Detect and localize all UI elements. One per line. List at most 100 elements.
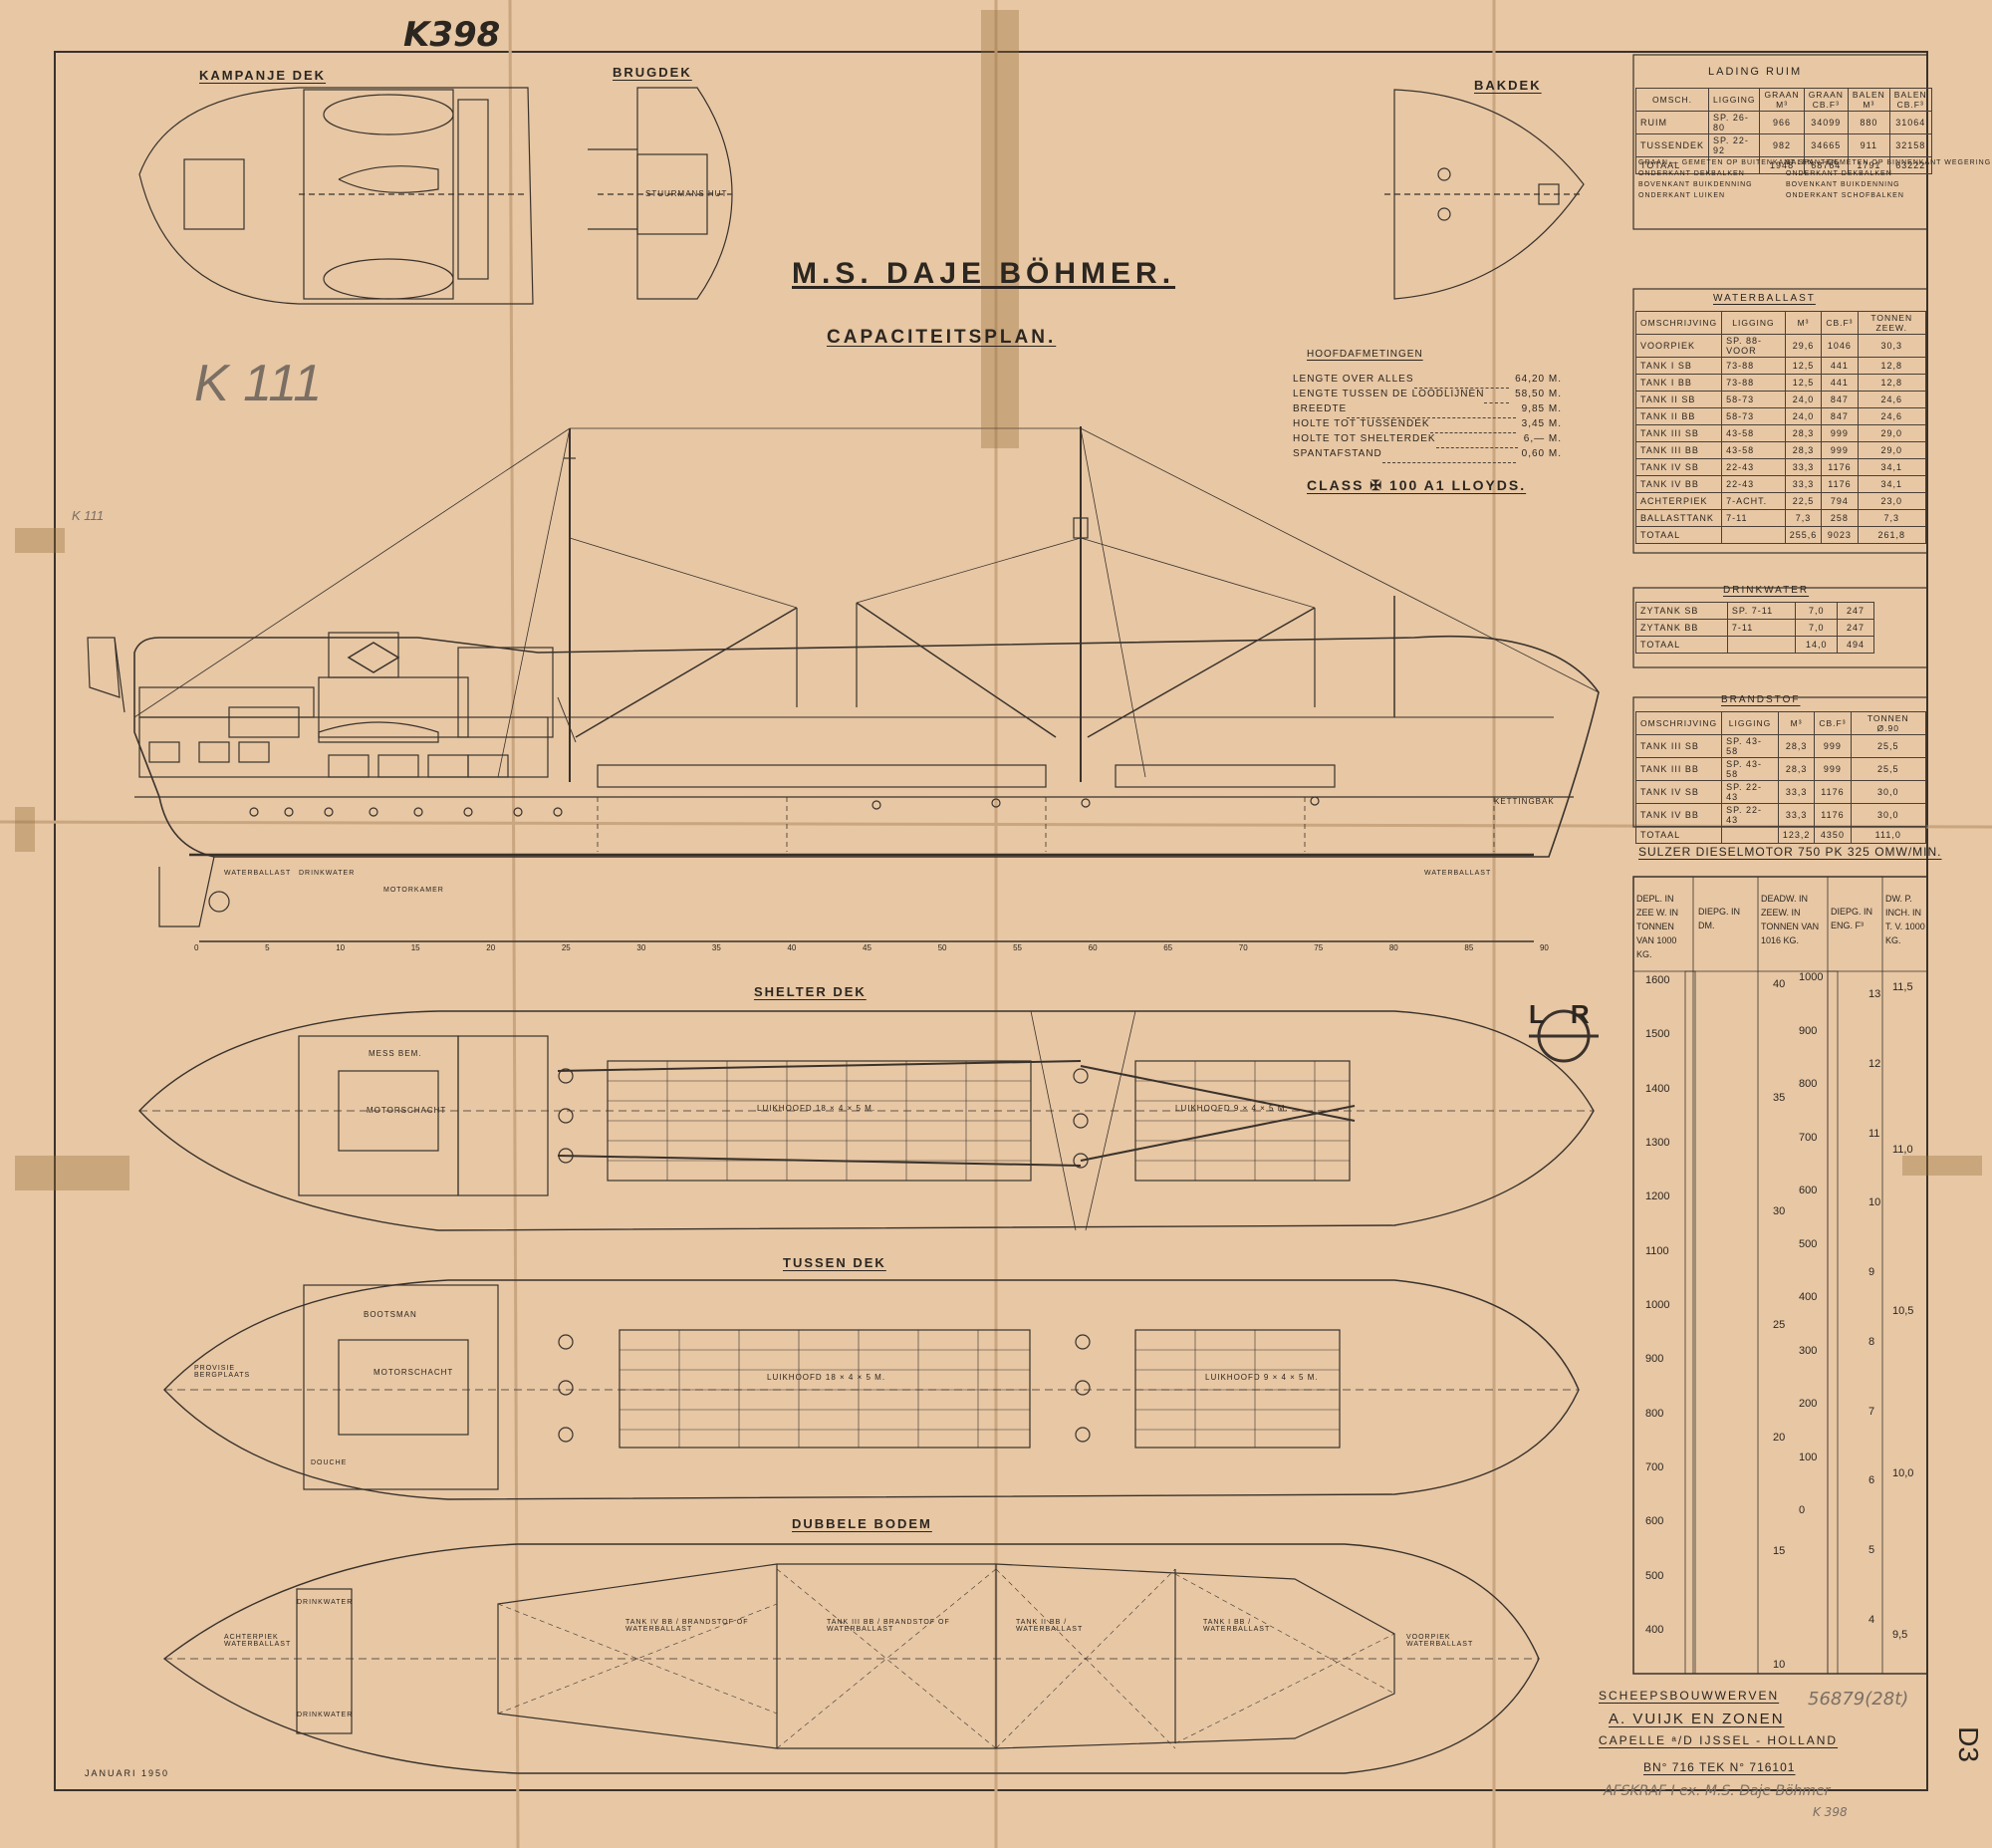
cell: TANK IV SB <box>1634 458 1723 476</box>
cell: 63222 <box>1888 156 1932 174</box>
cell: SP. 22-92 <box>1708 133 1761 157</box>
scale-ft-value: 13 <box>1868 988 1881 1000</box>
cell: SP. 43-58 <box>1721 757 1779 781</box>
drinkwater-title: DRINKWATER <box>1723 585 1810 596</box>
cell: 911 <box>1847 133 1890 157</box>
cell: 43-58 <box>1721 424 1786 442</box>
scale-ft-value: 12 <box>1868 1057 1881 1070</box>
cell: ZYTANK BB <box>1635 619 1728 637</box>
room-label: MESS BEM. <box>369 1049 422 1058</box>
dimension-value: 64,20 M. <box>1515 374 1562 385</box>
scale-header: DIEPG. IN DM. <box>1698 907 1741 930</box>
shelter-deck-plan <box>138 1010 1595 1231</box>
scale-deadweight-value: 800 <box>1799 1078 1818 1090</box>
col-header: GRAAN CB.F³ <box>1803 88 1849 112</box>
room-label: MOTORSCHACHT <box>367 1106 447 1115</box>
col-header: OMSCHRIJVING <box>1634 711 1723 735</box>
dimension-value: 9,85 M. <box>1521 403 1562 414</box>
cell: TANK IV BB <box>1634 475 1723 493</box>
cell: 24,6 <box>1857 407 1927 425</box>
cell: 34099 <box>1803 111 1849 134</box>
lloyds-register-logo <box>1529 1009 1599 1063</box>
scale-ft-value: 8 <box>1868 1335 1875 1348</box>
cell: 847 <box>1821 391 1859 408</box>
cell: 1176 <box>1814 803 1852 827</box>
scale-dm-value: 20 <box>1773 1432 1786 1445</box>
engine-spec: SULZER DIESELMOTOR 750 PK 325 OMW/MIN. <box>1638 845 1942 859</box>
cell <box>1708 156 1761 174</box>
cell: 34665 <box>1803 133 1849 157</box>
label-tussendek: TUSSEN DEK <box>783 1255 886 1270</box>
cell: 33,3 <box>1784 475 1823 493</box>
label-dubbele-bodem: DUBBELE BODEM <box>792 1516 932 1531</box>
dimension-row: LENGTE TUSSEN DE LOODLIJNEN 58,50 M. <box>1293 389 1562 403</box>
cell: 999 <box>1821 424 1859 442</box>
room-label: VOORPIEK WATERBALLAST <box>1406 1634 1474 1648</box>
room-label: MOTORSCHACHT <box>374 1368 454 1377</box>
cell: TOTAAL <box>1634 826 1723 844</box>
cell <box>1721 526 1786 544</box>
col-header: LIGGING <box>1708 88 1761 112</box>
frame-number: 20 <box>486 943 496 952</box>
cell: 1948 <box>1759 156 1805 174</box>
main-dimensions-title: HOOFDAFMETINGEN <box>1307 349 1423 360</box>
scale-dm-value: 15 <box>1773 1545 1786 1558</box>
cell: 7,3 <box>1857 509 1927 527</box>
sheet-number: K398 <box>403 15 501 55</box>
drawing-number: BN° 716 TEK N° 716101 <box>1643 1760 1796 1774</box>
dimension-label: HOLTE TOT TUSSENDEK <box>1293 418 1430 429</box>
cell: 441 <box>1821 374 1859 392</box>
cell: 22,5 <box>1784 492 1823 510</box>
frame-number: 25 <box>561 943 571 952</box>
dimension-label: HOLTE TOT SHELTERDEK <box>1293 433 1436 444</box>
col-header: TONNEN Ø.90 <box>1850 711 1927 735</box>
scale-deadweight-value: 300 <box>1799 1344 1818 1357</box>
label-kampanje-dek: KAMPANJE DEK <box>199 68 327 83</box>
scale-deadweight-value: 500 <box>1799 1237 1818 1250</box>
cell <box>1721 826 1779 844</box>
room-label: MOTORKAMER <box>383 887 444 894</box>
cell: 4350 <box>1814 826 1852 844</box>
pencil-note: K 111 <box>194 355 323 412</box>
scale-inch-value: 11,5 <box>1892 981 1913 993</box>
cell: 30,0 <box>1850 780 1927 804</box>
cell: TANK I SB <box>1634 357 1723 375</box>
cell: 7,0 <box>1795 602 1839 620</box>
cell: VOORPIEK <box>1634 334 1723 358</box>
dimension-label: LENGTE TUSSEN DE LOODLIJNEN <box>1293 389 1485 399</box>
frame-number: 5 <box>265 943 270 952</box>
dimension-label: BREEDTE <box>1293 403 1348 414</box>
cell: SP. 22-43 <box>1721 780 1779 804</box>
page-title: M.S. DAJE BÖHMER. <box>792 257 1176 290</box>
scale-depl-value: 400 <box>1645 1624 1664 1636</box>
cell: 25,5 <box>1850 757 1927 781</box>
label-bakdek: BAKDEK <box>1474 78 1542 93</box>
cell: 123,2 <box>1777 826 1816 844</box>
cell <box>1726 636 1797 654</box>
cell: SP. 7-11 <box>1726 602 1797 620</box>
lading-ruim-title: LADING RUIM <box>1708 66 1803 78</box>
cell: 14,0 <box>1795 636 1839 654</box>
cell: SP. 88-VOOR <box>1721 334 1786 358</box>
room-label: LUIKHOOFD 9 × 4 × 5 M. <box>1205 1373 1319 1382</box>
cell: 28,3 <box>1777 757 1816 781</box>
scale-deadweight-value: 200 <box>1799 1398 1818 1410</box>
tape-mark <box>15 807 35 852</box>
cell: 258 <box>1821 509 1859 527</box>
dimension-value: 58,50 M. <box>1515 389 1562 399</box>
cell: RUIM <box>1634 111 1710 134</box>
scale-deadweight-value: 1000 <box>1799 971 1824 983</box>
scale-ft-value: 5 <box>1868 1544 1875 1557</box>
waterballast-table: OMSCHRIJVING LIGGING M³ CB.F³ TONNEN ZEE… <box>1634 311 1927 544</box>
tape-mark <box>15 528 65 553</box>
